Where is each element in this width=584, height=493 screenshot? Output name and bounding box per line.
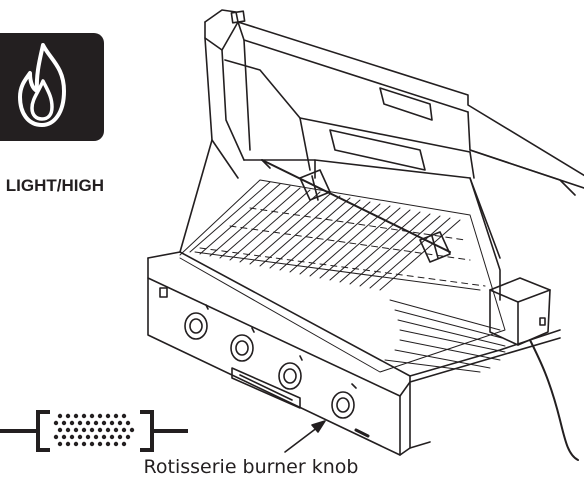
rotisserie-burner-knob xyxy=(331,391,355,419)
rotisserie-burner-knob-label: Rotisserie burner knob xyxy=(143,456,359,478)
rotisserie-motor xyxy=(489,277,579,461)
control-panel xyxy=(147,251,561,456)
rotisserie-burner-icon xyxy=(0,410,188,452)
heat-setting-label: LIGHT/HIGH xyxy=(5,176,104,195)
cooking-grates xyxy=(179,179,506,373)
flame-icon xyxy=(18,43,66,127)
callout-arrow xyxy=(284,420,326,453)
firebox xyxy=(179,139,501,301)
grill-lid xyxy=(204,9,584,196)
flame-icon-badge xyxy=(0,33,104,141)
